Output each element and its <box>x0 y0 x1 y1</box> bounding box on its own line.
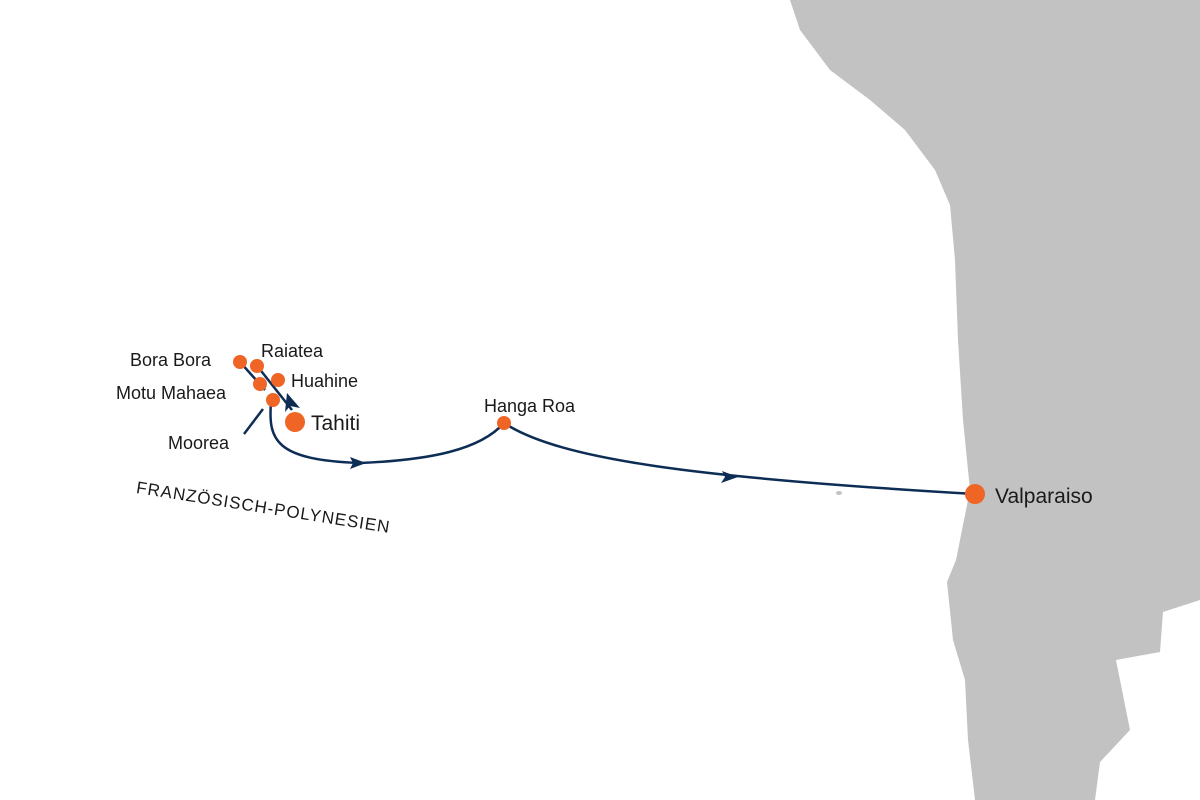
port-marker-motu-mahaea[interactable] <box>253 377 267 391</box>
port-label-motu-mahaea: Motu Mahaea <box>116 383 227 403</box>
moorea-leader-line <box>243 408 264 435</box>
port-marker-raiatea[interactable] <box>250 359 264 373</box>
south-america-landmass <box>790 0 1200 800</box>
port-label-moorea: Moorea <box>168 433 230 453</box>
route-arrow <box>285 393 300 412</box>
port-marker-bora-bora[interactable] <box>233 355 247 369</box>
port-label-raiatea: Raiatea <box>261 341 324 361</box>
port-marker-valparaiso[interactable] <box>965 484 985 504</box>
route-arrow <box>350 457 366 469</box>
port-label-valparaiso: Valparaiso <box>995 485 1093 508</box>
port-marker-tahiti[interactable] <box>285 412 305 432</box>
port-label-tahiti: Tahiti <box>311 412 361 435</box>
small-island <box>836 491 842 495</box>
port-label-bora-bora: Bora Bora <box>130 350 212 370</box>
port-marker-moorea[interactable] <box>266 393 280 407</box>
route-arrow <box>721 471 738 483</box>
port-label-hanga-roa: Hanga Roa <box>484 396 576 416</box>
port-marker-huahine[interactable] <box>271 373 285 387</box>
port-label-huahine: Huahine <box>291 371 359 391</box>
port-marker-hanga-roa[interactable] <box>497 416 511 430</box>
